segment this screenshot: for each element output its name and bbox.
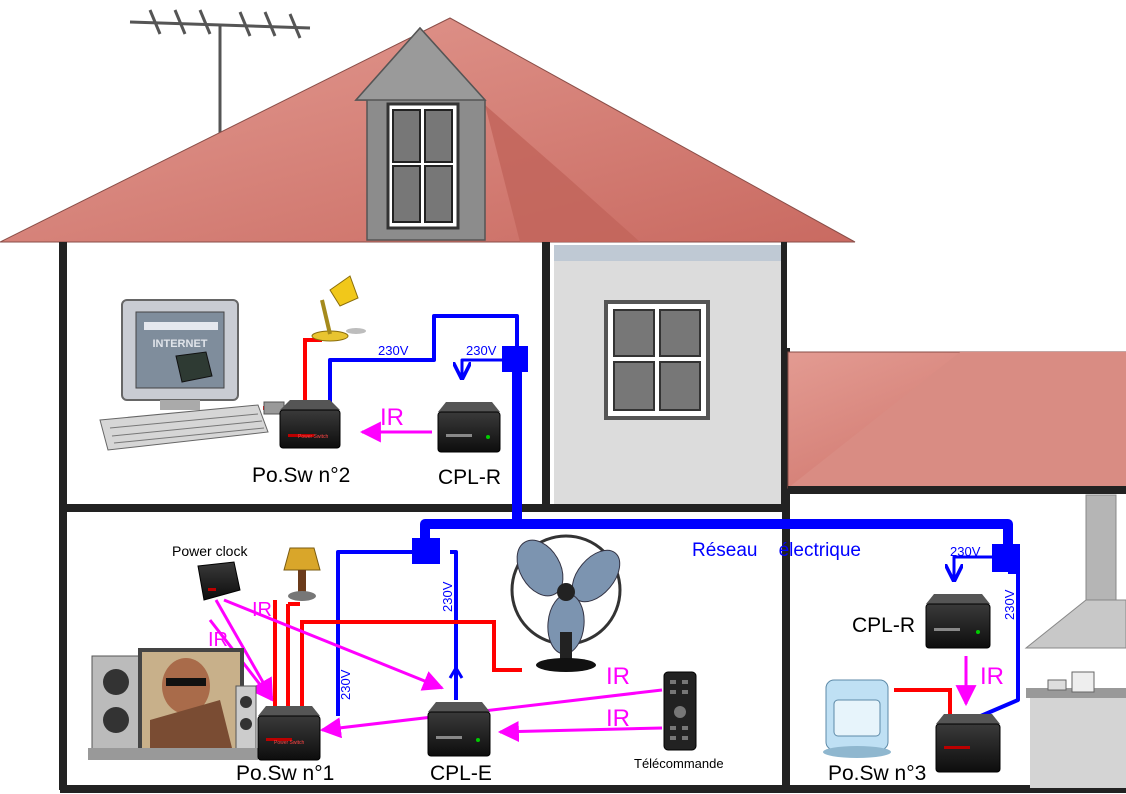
power-clock-device — [197, 561, 241, 601]
table-lamp — [283, 547, 321, 601]
power-switch-1 — [257, 706, 321, 761]
tv-set — [88, 648, 258, 760]
cpl-r-right — [925, 594, 991, 649]
label-230v-b: 230V — [466, 343, 497, 358]
computer: INTERNET — [99, 299, 285, 451]
internet-text: INTERNET — [153, 338, 208, 350]
label-posw2: Po.Sw n°2 — [252, 464, 350, 487]
label-posw1: Po.Sw n°1 — [236, 762, 334, 785]
electric-fan — [510, 534, 622, 672]
label-reseau: Réseau électrique — [692, 540, 861, 561]
label-cplr-top: CPL-R — [438, 466, 501, 489]
label-230v-c: 230V — [950, 544, 981, 559]
house — [0, 9, 1126, 793]
label-ir-mid1: IR — [606, 663, 630, 690]
label-ir-left1: IR — [252, 599, 272, 621]
label-telecommande: Télécommande — [634, 756, 724, 771]
desk-lamp — [311, 275, 366, 342]
label-posw3: Po.Sw n°3 — [828, 762, 926, 785]
label-ir-right: IR — [980, 663, 1004, 690]
label-230v-e: 230V — [338, 669, 353, 700]
label-ir-mid2: IR — [606, 705, 630, 732]
cpl-e-device — [427, 702, 491, 757]
label-cple: CPL-E — [430, 762, 492, 785]
kitchen-hood — [1024, 494, 1126, 788]
power-switch-3 — [935, 714, 1001, 773]
diagram-labels: Po.Sw n°2 CPL-R CPL-R Po.Sw n°1 CPL-E Po… — [172, 343, 1017, 785]
house-walls — [59, 242, 1126, 793]
label-ir-left2: IR — [208, 629, 228, 651]
power-switch-2 — [279, 400, 341, 449]
label-230v-f: 230V — [1002, 589, 1017, 620]
power-network — [328, 314, 1020, 720]
posw2-brand: Power Switch — [298, 434, 329, 440]
label-230v-a: 230V — [378, 343, 409, 358]
tv-antenna — [129, 9, 311, 135]
annex-roof — [787, 351, 1126, 494]
label-ir-top: IR — [380, 404, 404, 431]
cpl-r-top — [437, 402, 501, 453]
dormer — [354, 26, 487, 241]
upper-right-room — [550, 242, 790, 512]
posw1-brand: Power Switch — [274, 740, 305, 746]
remote-control — [663, 671, 697, 751]
label-power-clock: Power clock — [172, 543, 248, 559]
coffee-maker — [823, 679, 891, 758]
label-230v-d: 230V — [440, 581, 455, 612]
label-cplr-right: CPL-R — [852, 614, 915, 637]
